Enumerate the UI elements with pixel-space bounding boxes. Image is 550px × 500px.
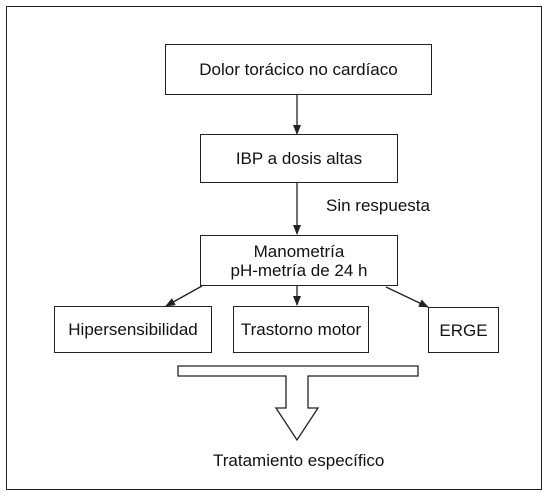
node-ppi-label: IBP a dosis altas [235,149,363,168]
outcome-hollow-arrow [177,365,419,442]
arrow-manometry-to-hypersensitivity [165,285,203,307]
outcome-label: Tratamiento específico [213,451,385,470]
node-gerd-label: ERGE [439,320,488,340]
node-manometry-line1: Manometría [253,241,345,261]
node-chest-pain-label: Dolor torácico no cardíaco [199,60,398,79]
node-motor-disorder: Trastorno motor [233,306,369,353]
node-hypersensitivity-label: Hipersensibilidad [68,320,198,339]
node-motor-disorder-label: Trastorno motor [240,320,362,339]
node-hypersensitivity: Hipersensibilidad [54,306,212,353]
node-ppi: IBP a dosis altas [200,134,398,183]
node-chest-pain: Dolor torácico no cardíaco [165,44,432,95]
node-manometry-line2: pH-metría de 24 h [230,260,368,280]
edge-label-no-response: Sin respuesta [326,196,430,215]
arrow-manometry-to-gerd [385,286,429,308]
node-manometry: Manometría pH-metría de 24 h [200,235,398,286]
diagram-frame [6,6,542,490]
node-gerd: ERGE [428,307,499,353]
